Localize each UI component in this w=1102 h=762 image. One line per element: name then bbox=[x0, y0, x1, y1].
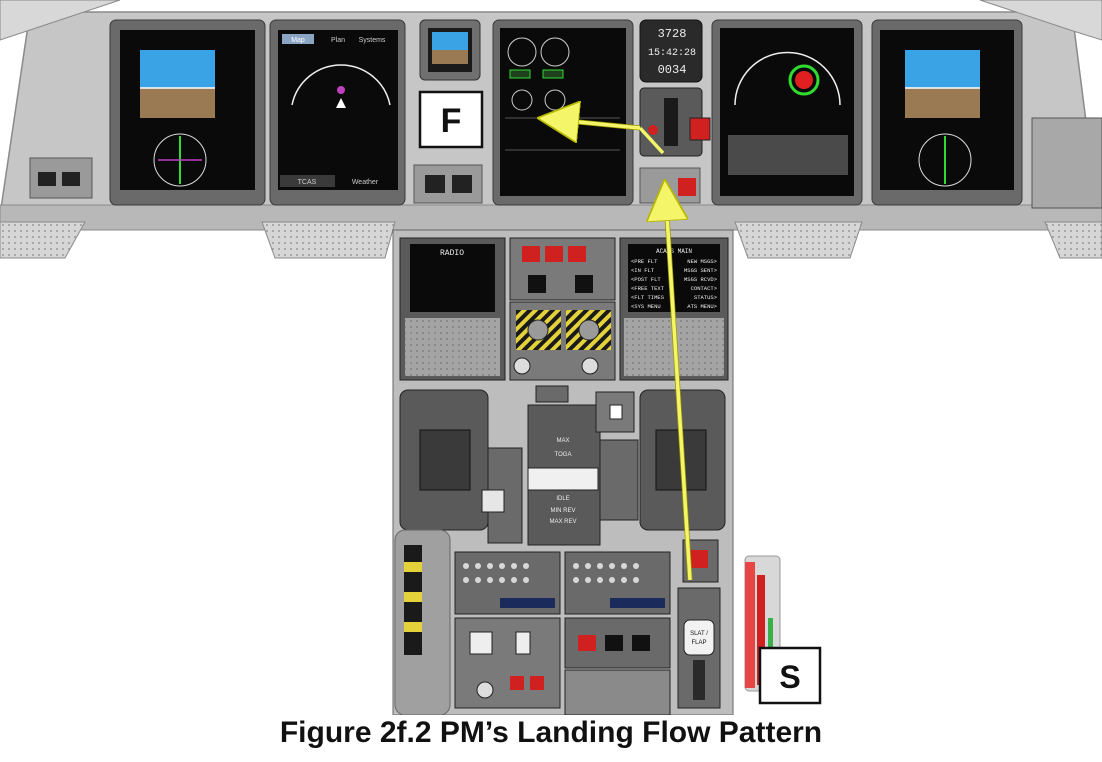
throttle-levers bbox=[528, 468, 598, 490]
figure-caption: Figure 2f.2 PM’s Landing Flow Pattern bbox=[0, 716, 1102, 750]
cockpit-illustration: Map Plan Systems TCAS Weather F 3728 15:… bbox=[0, 0, 1102, 715]
mfd-tab-plan: Plan bbox=[331, 37, 345, 44]
throttle-detent-label: IDLE bbox=[556, 496, 569, 502]
mfd-tab-weather: Weather bbox=[352, 179, 379, 186]
slat-flap-label-2: FLAP bbox=[691, 640, 706, 646]
fms-right-rline: MSGS RCVD> bbox=[684, 276, 717, 283]
s-marker-label: S bbox=[779, 659, 800, 695]
fms-right-rline: STATUS> bbox=[694, 294, 717, 301]
standby-instrument bbox=[420, 20, 480, 80]
fms-left-page-title: RADIO bbox=[440, 249, 464, 258]
mfd-tab-systems: Systems bbox=[359, 37, 386, 44]
fms-right-rline: MSGS SENT> bbox=[684, 267, 717, 274]
eicas-display bbox=[493, 20, 633, 205]
slat-flap-lever bbox=[684, 620, 714, 655]
fms-right-line: <FREE TEXT bbox=[631, 285, 665, 292]
landing-gear-panel bbox=[640, 88, 710, 156]
pfd-left bbox=[110, 20, 265, 205]
fms-right-line: <POST FLT bbox=[631, 276, 661, 283]
throttle-detent-label: MAX bbox=[556, 438, 569, 444]
right-side-panel bbox=[1032, 118, 1102, 208]
clock-panel: 3728 15:42:28 0034 bbox=[640, 20, 702, 82]
mfd-tab-tcas: TCAS bbox=[298, 179, 317, 186]
fms-right-rline: ATS MENU> bbox=[687, 303, 717, 310]
throttle-detent-label: MIN REV bbox=[550, 508, 575, 514]
fms-right-line: <IN FLT bbox=[631, 267, 655, 274]
mfd-right bbox=[712, 20, 862, 205]
clock-line-2: 15:42:28 bbox=[648, 48, 696, 59]
fms-right-rline: CONTACT> bbox=[691, 285, 717, 292]
slat-flap-label-1: SLAT / bbox=[690, 631, 708, 637]
fms-right-line: <FLT TIMES bbox=[631, 294, 665, 301]
clock-line-3: 0034 bbox=[658, 63, 687, 77]
fms-right-line: <SYS MENU bbox=[631, 303, 661, 310]
f-marker-label: F bbox=[441, 102, 462, 140]
pfd-right bbox=[872, 20, 1022, 205]
fms-right-header: ACARS MAIN bbox=[656, 248, 692, 255]
throttle-detent-label: TOGA bbox=[555, 452, 572, 458]
throttle-detent-label: MAX REV bbox=[549, 519, 576, 525]
fms-right-line: <PRE FLT bbox=[631, 258, 658, 265]
clock-line-1: 3728 bbox=[658, 27, 687, 41]
fms-right-rline: NEW MSGS> bbox=[687, 258, 717, 265]
mfd-tab-map: Map bbox=[291, 37, 305, 44]
mfd-left: Map Plan Systems TCAS Weather bbox=[270, 20, 405, 205]
